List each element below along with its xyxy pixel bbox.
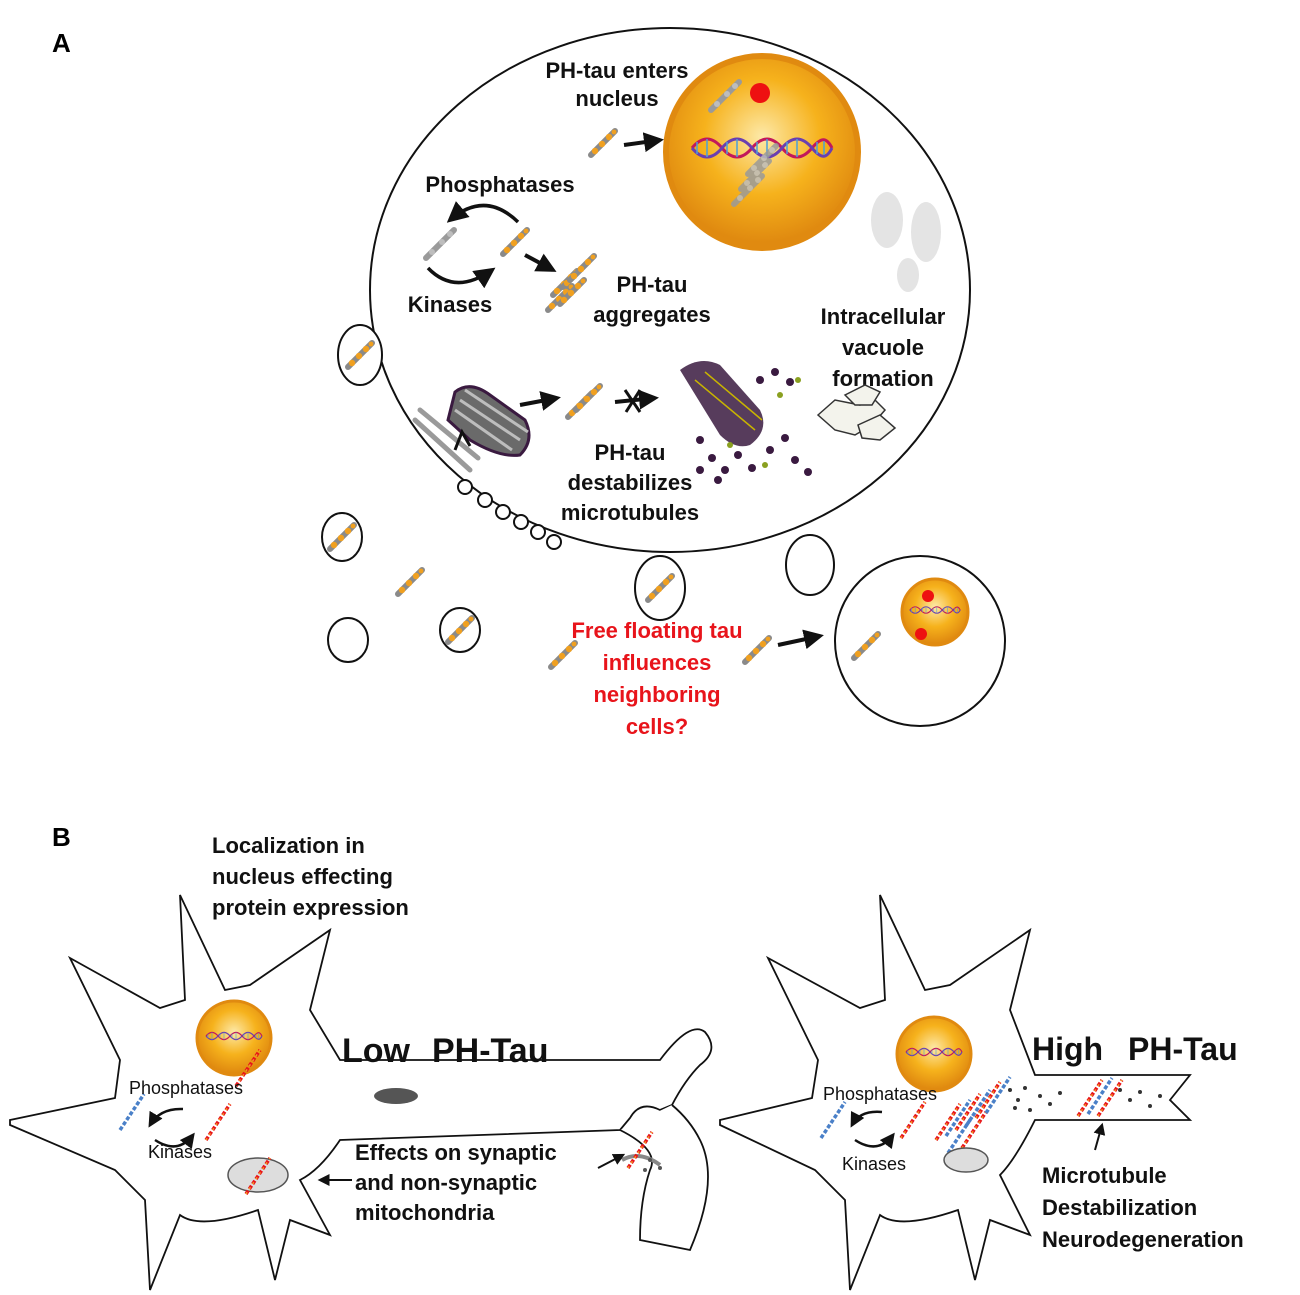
vesicle-with-tau-3 [439,607,481,653]
nuclear-protein-dot [750,83,770,103]
label-destab-3: microtubules [561,500,699,525]
label-enters-1: PH-tau enters [545,58,688,83]
disassembled-microtubule [680,361,812,484]
label-effects-3: mitochondria [355,1200,495,1225]
exocytosis-vesicles [457,479,562,550]
blocked-arrow [614,389,659,413]
arrow-outcome [1093,1122,1106,1151]
label-enters-2: nucleus [575,86,658,111]
label-outcome-1: Microtubule [1042,1163,1167,1188]
free-tau-3 [745,637,770,662]
vesicle-with-tau-2 [321,512,363,562]
label-outcome-2: Destabilization [1042,1195,1197,1220]
mitochondrion-right [943,1147,989,1173]
label-phosphatases-b-left: Phosphatases [129,1078,243,1098]
label-ph-tau-high: PH-Tau [1128,1031,1238,1067]
panel-a-letter: A [52,28,71,58]
label-vacuole-2: vacuole [842,335,924,360]
label-free-3: neighboring [593,682,720,707]
neighbor-cell [834,555,1006,727]
label-localization-2: nucleus effecting [212,864,393,889]
arrow-effects-synapse [597,1153,626,1169]
mitochondrion-left [227,1157,289,1193]
vacuoles [871,192,941,292]
vacuole-debris [816,384,897,441]
label-free-2: influences [603,650,712,675]
label-localization-3: protein expression [212,895,409,920]
panel-b-letter: B [52,822,71,852]
label-kinases-b-left: Kinases [148,1142,212,1162]
arrow-to-nucleus [623,132,664,153]
label-effects-1: Effects on synaptic [355,1140,557,1165]
label-outcome-3: Neurodegeneration [1042,1227,1244,1252]
label-low: Low [342,1032,411,1070]
empty-vesicle-1 [327,617,369,663]
microtubule-bundle [412,385,531,473]
label-destab-2: destabilizes [568,470,693,495]
arrow-to-neighbor [777,629,824,650]
empty-vesicle-2 [785,534,835,596]
label-localization-1: Localization in [212,833,365,858]
label-vacuole-1: Intracellular [821,304,946,329]
label-destab-1: PH-tau [595,440,666,465]
free-tau-1 [398,569,423,594]
label-kinases-a: Kinases [408,292,492,317]
label-phosphatases-b-right: Phosphatases [823,1084,937,1104]
nucleus [663,53,861,251]
free-tau-2 [551,642,576,667]
arrow-to-aggregates [524,253,557,272]
label-effects-2: and non-synaptic [355,1170,537,1195]
label-free-4: cells? [626,714,688,739]
phosphorylation-cycle [426,201,557,289]
left-neuron [9,894,713,1291]
label-kinases-b-right: Kinases [842,1154,906,1174]
label-phosphatases-a: Phosphatases [425,172,574,197]
label-vacuole-3: formation [832,366,933,391]
label-high: High [1032,1031,1103,1067]
right-neuron [719,894,1193,1291]
label-free-1: Free floating tau [571,618,742,643]
axon-tau-aggregate [1076,1076,1162,1118]
axonal-mitochondrion [374,1088,418,1104]
label-aggregates-1: PH-tau [617,272,688,297]
label-aggregates-2: aggregates [593,302,710,327]
arrow-to-free-tau [519,391,561,411]
vesicle-with-tau-1 [337,324,383,386]
label-ph-tau-low: PH-Tau [432,1032,548,1070]
vesicle-with-tau-4 [634,555,686,621]
